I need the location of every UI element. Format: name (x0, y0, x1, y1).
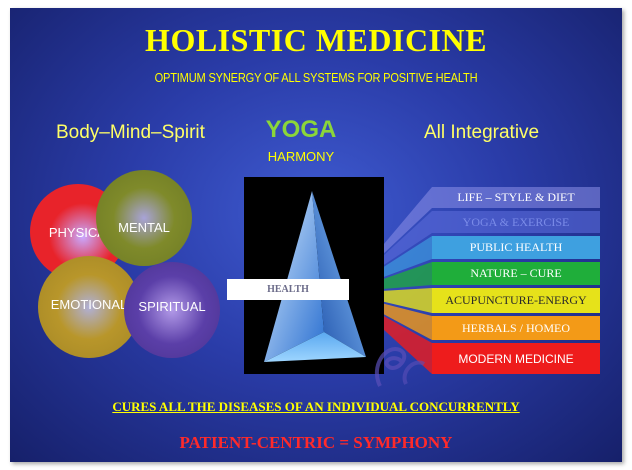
slide-subtitle: OPTIMUM SYNERGY OF ALL SYSTEMS FOR POSIT… (154, 70, 478, 85)
yoga-label: YOGA (265, 116, 337, 143)
cures-statement: CURES ALL THE DISEASES OF AN INDIVIDUAL … (112, 399, 520, 414)
circle-mental-label: MENTAL (118, 219, 170, 235)
system-public-health: PUBLIC HEALTH (432, 236, 600, 259)
ray-life-style (346, 187, 600, 289)
swirl-logo-icon (374, 347, 426, 387)
circle-mental: MENTAL (96, 170, 192, 266)
ray-yoga-exercise (346, 211, 600, 290)
patient-centric-statement: PATIENT-CENTRIC = SYMPHONY (179, 433, 453, 452)
system-acupuncture: ACUPUNCTURE-ENERGY (432, 288, 600, 313)
all-integrative-label: All Integrative (424, 122, 540, 143)
circle-emotional-label: EMOTIONAL (50, 296, 128, 312)
circle-spiritual: SPIRITUAL (124, 262, 220, 358)
slide-title: HOLISTIC MEDICINE (145, 22, 487, 58)
body-mind-spirit-label: Body–Mind–Spirit (56, 122, 205, 143)
system-yoga-exercise: YOGA & EXERCISE (462, 214, 570, 229)
system-herbals: HERBALS / HOMEO (432, 316, 600, 340)
system-nature-cure: NATURE – CURE (432, 262, 600, 285)
system-modern-medicine: MODERN MEDICINE (432, 343, 600, 374)
circle-spiritual-label: SPIRITUAL (138, 298, 206, 314)
slide: HOLISTIC MEDICINE OPTIMUM SYNERGY OF ALL… (10, 8, 622, 462)
circle-emotional: EMOTIONAL (38, 256, 140, 358)
system-life-style: LIFE – STYLE & DIET (457, 190, 575, 204)
health-label: HEALTH (227, 279, 349, 300)
pyramid-image (244, 177, 384, 374)
pyramid-icon (264, 191, 366, 362)
harmony-label: HARMONY (267, 149, 335, 164)
